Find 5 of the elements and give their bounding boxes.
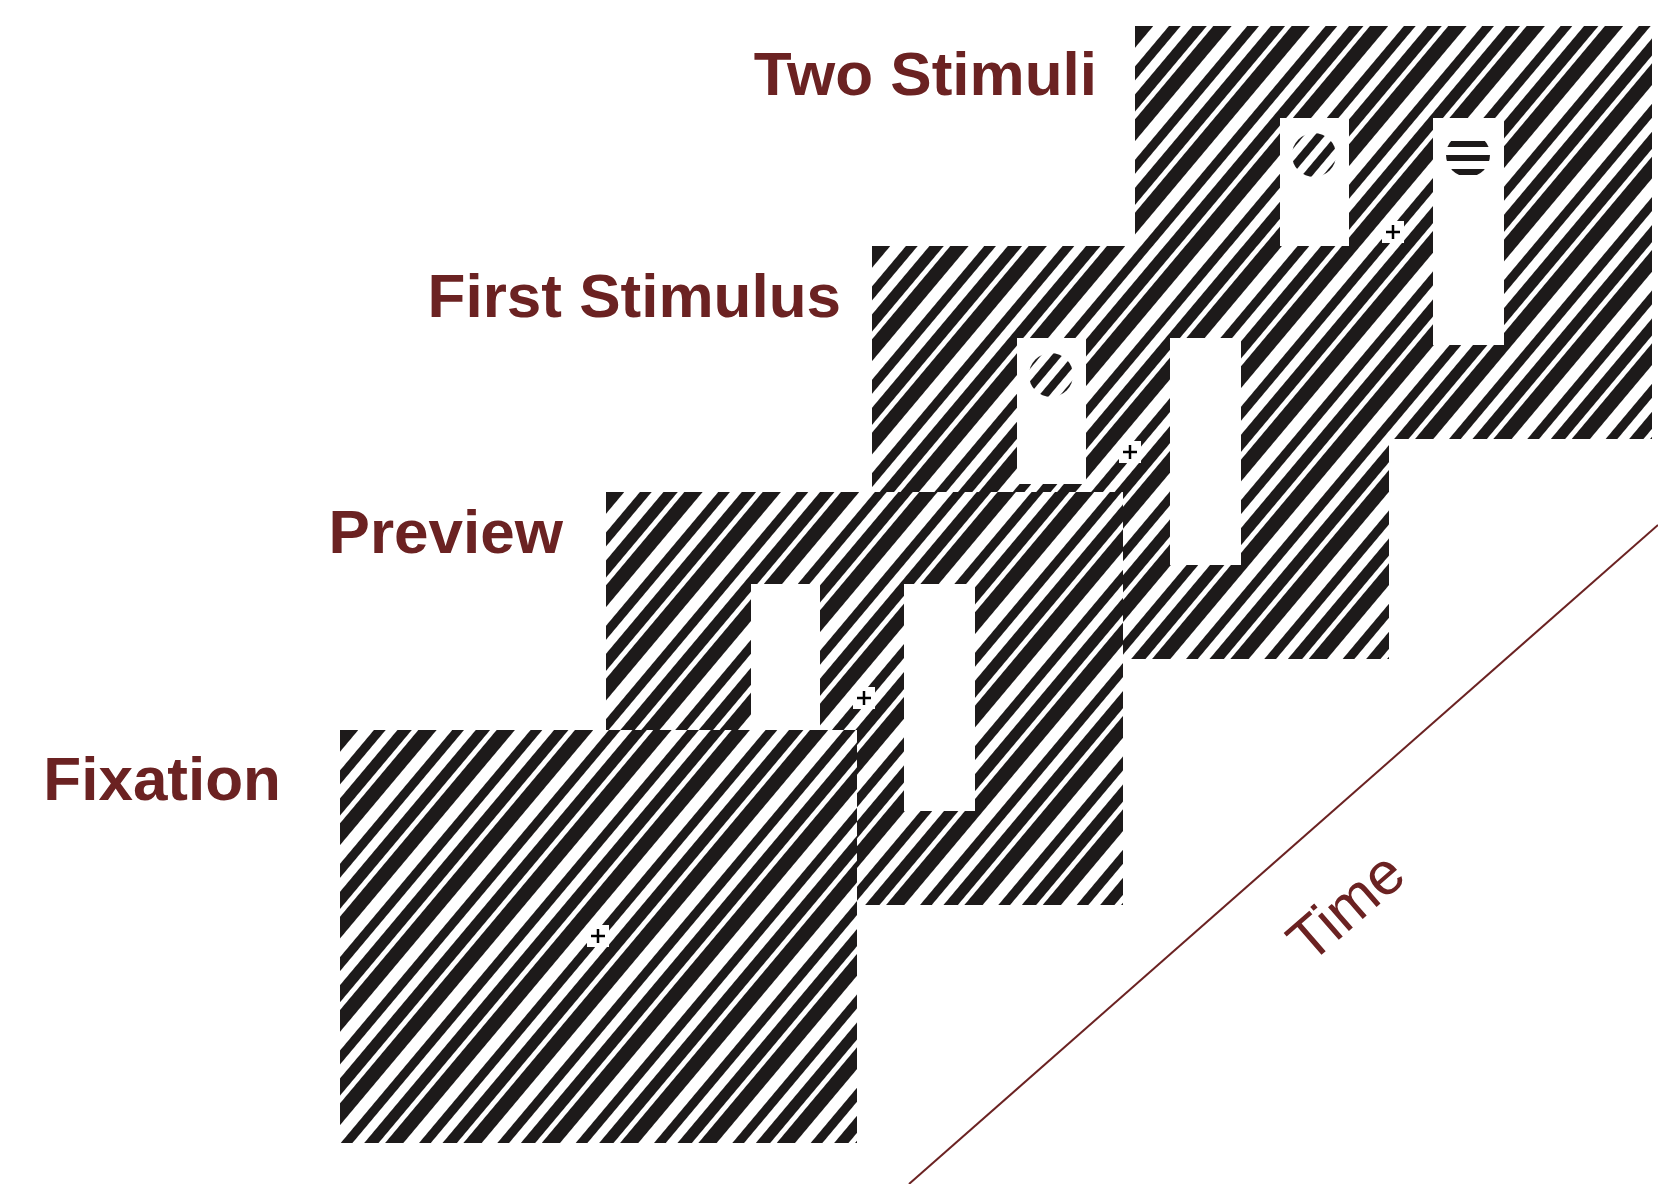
panel-heading: Two Stimuli <box>753 43 1097 105</box>
panel-heading: First Stimulus <box>427 265 841 327</box>
panel-heading: Fixation <box>43 748 281 810</box>
panel-heading: Preview <box>328 501 563 563</box>
axis-label: Time <box>1276 841 1416 973</box>
